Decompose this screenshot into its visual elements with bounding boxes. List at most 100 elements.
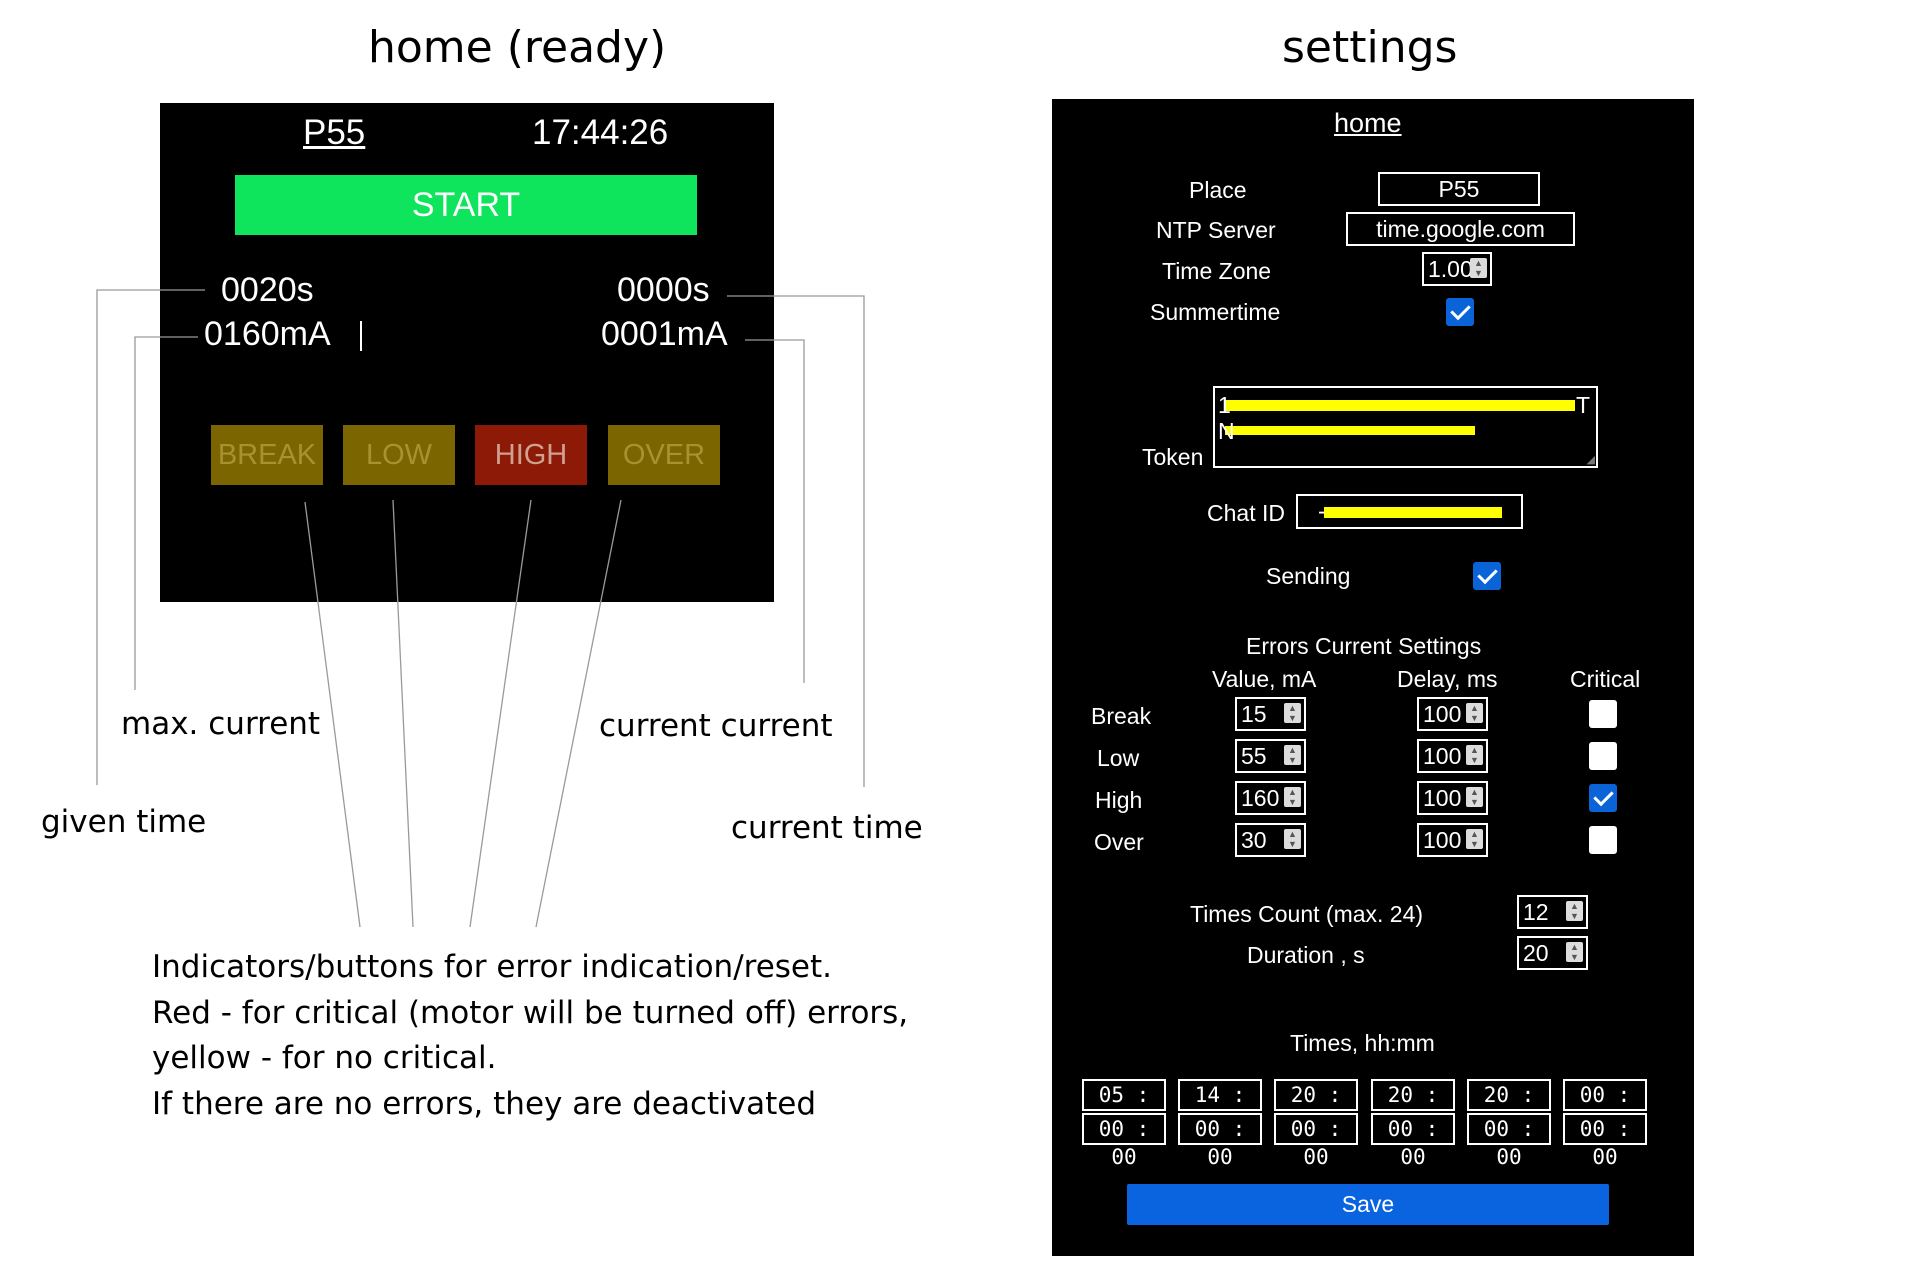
times-count-label: Times Count (max. 24) (1190, 901, 1424, 927)
home-link[interactable]: home (1334, 108, 1402, 138)
chat-id-input[interactable]: - (1296, 494, 1523, 529)
indicator-high-button[interactable]: HIGH (475, 425, 587, 485)
spinner-arrows-icon[interactable]: ▲▼ (1466, 829, 1483, 849)
annotation-given-time: given time (41, 804, 207, 840)
time-input[interactable]: 20 : 14 (1371, 1079, 1455, 1135)
over-value-stepper[interactable]: 30 ▲▼ (1235, 823, 1306, 857)
clock: 17:44:26 (532, 113, 669, 152)
annotation-description-line1: Indicators/buttons for error indication/… (152, 949, 833, 985)
time-input[interactable]: 00 : 00 (1274, 1113, 1358, 1169)
timezone-stepper[interactable]: 1.00 ▲▼ (1422, 252, 1492, 286)
time-input[interactable]: 00 : 00 (1082, 1113, 1166, 1169)
resize-grip-icon[interactable]: ◢ (1586, 454, 1595, 466)
over-value: 30 (1241, 827, 1267, 853)
high-delay: 100 (1423, 785, 1462, 811)
low-delay-stepper[interactable]: 100▲▼ (1417, 739, 1488, 773)
indicator-over-button[interactable]: OVER (608, 425, 720, 485)
errors-title: Errors Current Settings (1246, 633, 1482, 659)
break-value: 15 (1241, 701, 1267, 727)
over-critical-checkbox[interactable] (1589, 826, 1617, 854)
error-row-high-label: High (1095, 787, 1143, 813)
place-label: Place (1189, 177, 1247, 203)
time-input[interactable]: 00 : 00 (1563, 1079, 1647, 1135)
sending-label: Sending (1266, 563, 1351, 589)
column-delay-header: Delay, ms (1397, 666, 1498, 692)
break-delay-stepper[interactable]: 100▲▼ (1417, 697, 1488, 731)
indicator-break-button[interactable]: BREAK (211, 425, 323, 485)
time-input[interactable]: 05 : 15 (1082, 1079, 1166, 1135)
times-title: Times, hh:mm (1290, 1030, 1435, 1056)
timezone-value: 1.00 (1428, 256, 1473, 282)
break-critical-checkbox[interactable] (1589, 700, 1617, 728)
chat-id-label: Chat ID (1207, 500, 1285, 526)
low-delay: 100 (1423, 743, 1462, 769)
token-line1-start: 1 (1218, 392, 1231, 418)
ntp-server-input[interactable]: time.google.com (1346, 212, 1575, 246)
timezone-label: Time Zone (1162, 258, 1272, 284)
error-row-over-label: Over (1094, 829, 1144, 855)
time-input[interactable]: 14 : 41 (1178, 1079, 1262, 1135)
annotation-description-line3: yellow - for no critical. (152, 1040, 497, 1076)
times-count-value: 12 (1523, 899, 1549, 925)
token-label: Token (1142, 444, 1204, 470)
break-delay: 100 (1423, 701, 1462, 727)
current-time-value: 0000s (617, 271, 710, 309)
time-input[interactable]: 00 : 00 (1371, 1113, 1455, 1169)
spinner-arrows-icon[interactable]: ▲▼ (1566, 942, 1583, 962)
place-input[interactable]: P55 (1378, 172, 1540, 206)
high-delay-stepper[interactable]: 100▲▼ (1417, 781, 1488, 815)
time-input[interactable]: 00 : 00 (1467, 1113, 1551, 1169)
over-delay-stepper[interactable]: 100▲▼ (1417, 823, 1488, 857)
summertime-checkbox[interactable] (1446, 298, 1474, 326)
low-critical-checkbox[interactable] (1589, 742, 1617, 770)
column-critical-header: Critical (1570, 666, 1641, 692)
sending-checkbox[interactable] (1473, 562, 1501, 590)
error-row-break-label: Break (1091, 703, 1152, 729)
break-value-stepper[interactable]: 15 ▲▼ (1235, 697, 1306, 731)
token-line1-end: T (1576, 392, 1591, 418)
high-critical-checkbox[interactable] (1589, 784, 1617, 812)
error-row-low-label: Low (1097, 745, 1140, 771)
spinner-arrows-icon[interactable]: ▲▼ (1284, 745, 1301, 765)
low-value-stepper[interactable]: 55 ▲▼ (1235, 739, 1306, 773)
spinner-arrows-icon[interactable]: ▲▼ (1466, 787, 1483, 807)
high-value-stepper[interactable]: 160▲▼ (1235, 781, 1306, 815)
time-input[interactable]: 00 : 00 (1178, 1113, 1262, 1169)
spinner-arrows-icon[interactable]: ▲▼ (1284, 787, 1301, 807)
spinner-arrows-icon[interactable]: ▲▼ (1470, 258, 1487, 278)
spinner-arrows-icon[interactable]: ▲▼ (1284, 829, 1301, 849)
spinner-arrows-icon[interactable]: ▲▼ (1466, 745, 1483, 765)
home-title: home (ready) (368, 22, 667, 73)
summertime-label: Summertime (1150, 299, 1281, 325)
times-count-stepper[interactable]: 12 ▲▼ (1517, 895, 1588, 929)
given-time-value: 0020s (221, 271, 314, 309)
token-textarea[interactable]: 1 T N ◢ (1213, 386, 1598, 468)
high-value: 160 (1241, 785, 1280, 811)
duration-value: 20 (1523, 940, 1549, 966)
settings-title: settings (1282, 22, 1458, 73)
annotation-current-time: current time (731, 810, 923, 846)
token-redaction-1 (1225, 400, 1575, 411)
indicator-low-button[interactable]: LOW (343, 425, 455, 485)
annotation-description-line2: Red - for critical (motor will be turned… (152, 995, 909, 1031)
place-link[interactable]: P55 (303, 113, 366, 152)
time-input[interactable]: 20 : 12 (1274, 1079, 1358, 1135)
spinner-arrows-icon[interactable]: ▲▼ (1566, 901, 1583, 921)
text-cursor (360, 321, 362, 351)
annotation-max-current: max. current (121, 706, 321, 742)
time-input[interactable]: 00 : 00 (1563, 1113, 1647, 1169)
over-delay: 100 (1423, 827, 1462, 853)
token-redaction-2 (1225, 426, 1475, 435)
spinner-arrows-icon[interactable]: ▲▼ (1466, 703, 1483, 723)
settings-screen: home Place P55 NTP Server time.google.co… (1052, 99, 1694, 1256)
save-button[interactable]: Save (1127, 1184, 1609, 1225)
start-button[interactable]: START (235, 175, 697, 235)
time-input[interactable]: 20 : 17 (1467, 1079, 1551, 1135)
spinner-arrows-icon[interactable]: ▲▼ (1284, 703, 1301, 723)
duration-stepper[interactable]: 20 ▲▼ (1517, 936, 1588, 970)
annotation-current-current: current current (599, 708, 833, 744)
home-screen: P55 17:44:26 START 0020s 0000s 0160mA 00… (160, 103, 774, 602)
low-value: 55 (1241, 743, 1267, 769)
column-value-header: Value, mA (1212, 666, 1317, 692)
